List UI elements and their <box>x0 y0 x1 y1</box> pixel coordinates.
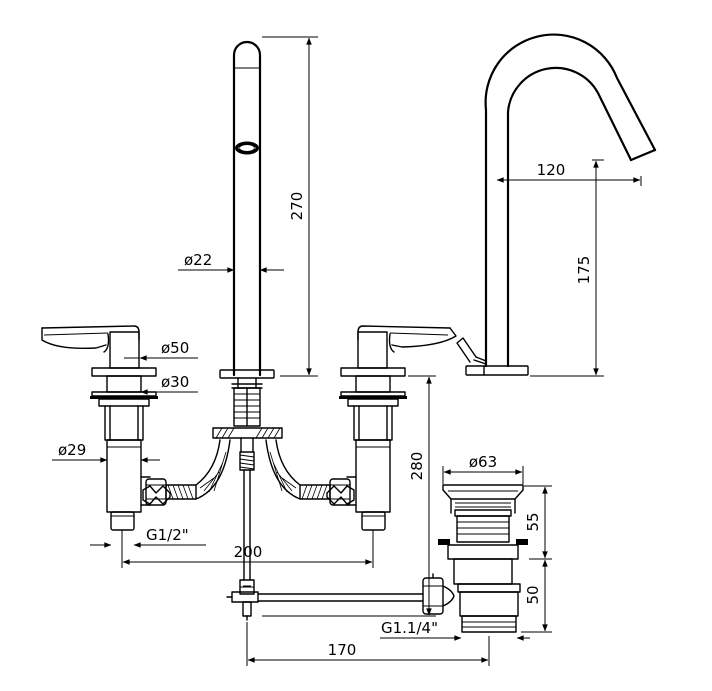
dimensions <box>52 36 642 666</box>
spout-side-profile <box>456 33 657 376</box>
label-waste-lower-height: 50 <box>524 585 542 604</box>
dimension-labels: 270 ø22 ø50 ø30 ø29 G1/2" 200 120 175 28… <box>58 161 593 659</box>
label-spout-height: 270 <box>288 192 306 221</box>
label-pop-up-reach: 170 <box>328 641 357 659</box>
left-hose-connector <box>142 439 231 506</box>
label-connection-thread: G1/2" <box>146 526 189 544</box>
label-rosette-diameter: ø50 <box>161 339 189 357</box>
label-spout-profile-height: 175 <box>575 256 593 285</box>
waste-valve <box>422 484 528 633</box>
label-handle-base-diameter: ø30 <box>161 373 189 391</box>
label-waste-upper-height: 55 <box>524 512 542 531</box>
right-hose-connector <box>265 439 355 506</box>
left-lever-handle <box>41 325 140 369</box>
aerator-icon <box>235 141 259 155</box>
label-shank-length: 280 <box>408 452 426 481</box>
label-valve-body-diameter: ø29 <box>58 441 86 459</box>
label-spout-reach: 120 <box>537 161 566 179</box>
pop-up-rod <box>226 579 424 621</box>
center-spout <box>212 40 283 581</box>
label-waste-diameter: ø63 <box>469 453 497 471</box>
left-mixer-valve <box>41 325 231 531</box>
right-lever-handle <box>357 325 457 369</box>
label-spout-diameter: ø22 <box>184 251 212 269</box>
pop-up-knob-icon <box>456 337 487 365</box>
waste-lever-nut <box>422 573 455 615</box>
right-mixer-valve <box>265 325 457 531</box>
label-tap-spacing: 200 <box>234 543 263 561</box>
label-waste-thread: G1.1/4" <box>381 619 438 637</box>
